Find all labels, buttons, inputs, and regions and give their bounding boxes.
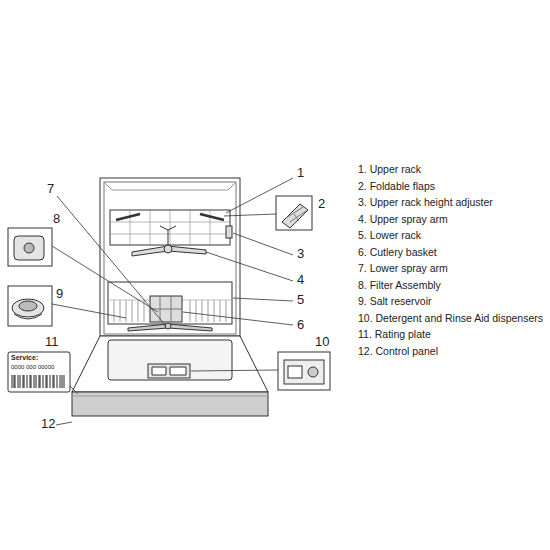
basket-dividers (150, 296, 182, 322)
flap-part (282, 204, 308, 228)
cutlery-basket (150, 296, 182, 322)
upper-arm (132, 246, 206, 256)
upper-rack-frame (110, 210, 230, 245)
tub-depth (104, 182, 236, 190)
inset-filter (8, 228, 52, 266)
leader-12 (56, 422, 72, 425)
legend-item: 6. Cutlery basket (358, 246, 437, 258)
upper-rack (110, 210, 232, 245)
legend-item: 5. Lower rack (358, 229, 421, 241)
legend-item: 2. Foldable flaps (358, 180, 435, 192)
dispenser-detail (284, 360, 324, 384)
lower-rack (108, 282, 232, 324)
callout-number: 6 (296, 318, 305, 333)
callout-number: 3 (296, 247, 305, 262)
legend-item: 9. Salt reservoir (358, 295, 432, 307)
inset-flaps (276, 196, 312, 230)
leader-4 (206, 252, 293, 281)
leader-6 (183, 312, 293, 325)
callout-number: 12 (40, 417, 56, 432)
insets (8, 196, 330, 392)
leader-9 (52, 304, 126, 318)
foldable-flaps (116, 214, 224, 220)
leader-2 (224, 214, 276, 216)
leader-8 (52, 246, 158, 312)
rinse-aid-cap (308, 367, 318, 377)
leader-1 (226, 178, 293, 213)
plate-text: Service: (11, 354, 38, 362)
door (72, 336, 268, 416)
inset-rating-plate (8, 352, 70, 392)
legend-item: 3. Upper rack height adjuster (358, 196, 493, 208)
dispenser-cups (152, 367, 186, 375)
leader-5 (233, 298, 293, 301)
control-panel-edge (72, 396, 268, 397)
callout-number: 2 (317, 197, 326, 212)
dispenser (148, 364, 190, 378)
salt-opening (19, 301, 37, 311)
flap-grid (286, 207, 306, 222)
callout-number: 8 (52, 212, 61, 227)
lower-arm (128, 324, 212, 331)
legend-item: 10. Detergent and Rinse Aid dispensers (358, 312, 543, 324)
tub-outline (100, 178, 240, 336)
leader-3 (233, 233, 293, 255)
inset-salt (8, 286, 52, 326)
filter-part (14, 236, 44, 260)
salt-thread (14, 314, 42, 319)
lower-spray-arm (128, 323, 212, 331)
legend-item: 11. Rating plate (358, 328, 431, 340)
salt-cap (12, 299, 44, 317)
lower-rack-frame (108, 282, 232, 324)
door-inner-face (72, 336, 268, 392)
upper-arm-hub (164, 245, 172, 253)
callout-number: 7 (46, 182, 55, 197)
legend-item: 12. Control panel (358, 345, 438, 357)
door-panel (108, 340, 232, 380)
callout-number: 1 (296, 166, 305, 181)
detergent-cup (288, 366, 302, 378)
legend-item: 4. Upper spray arm (358, 213, 448, 225)
upper-rack-wires (110, 210, 230, 245)
basket-box (150, 296, 182, 322)
control-panel-strip (72, 392, 268, 416)
dishwasher-body (100, 178, 240, 336)
inset-dispenser (278, 352, 330, 390)
callout-number: 4 (296, 273, 305, 288)
filter-cup (24, 243, 34, 253)
plate-text: 0000 000 00000 (11, 364, 54, 371)
callout-number: 10 (314, 335, 330, 350)
leader-lines (52, 178, 293, 425)
legend-item: 7. Lower spray arm (358, 262, 448, 274)
tub-inner (104, 182, 236, 334)
leader-10 (191, 370, 278, 371)
height-adjuster (226, 226, 232, 238)
upper-spray-arm (132, 226, 206, 256)
barcode (12, 375, 64, 388)
upper-arm-feed (160, 226, 176, 245)
callout-number: 11 (44, 335, 60, 350)
leader-11 (70, 386, 78, 394)
legend-item: 8. Filter Assembly (358, 279, 441, 291)
legend-item: 1. Upper rack (358, 163, 421, 175)
callout-number: 5 (296, 293, 305, 308)
callout-number: 9 (55, 287, 64, 302)
